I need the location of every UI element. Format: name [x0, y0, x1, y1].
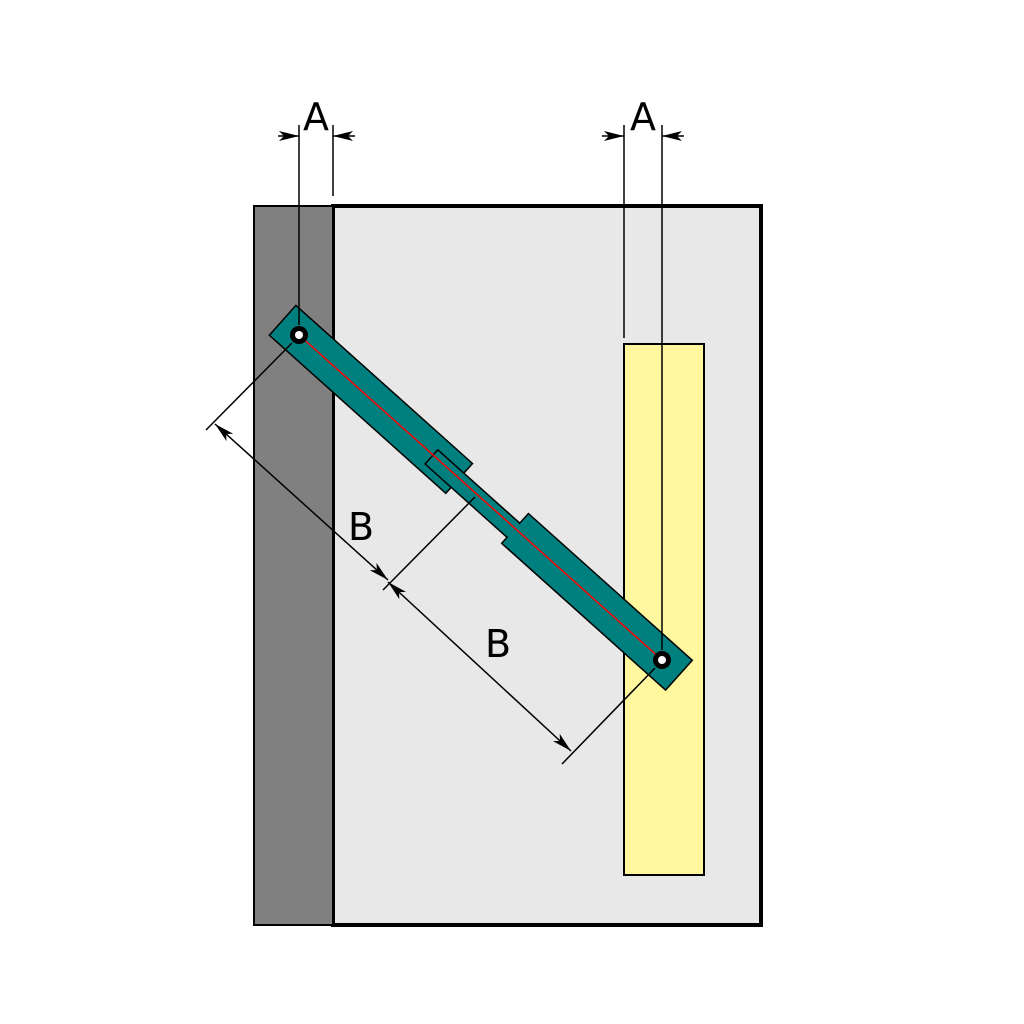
label-a-left: A [303, 95, 329, 139]
label-a-right: A [630, 95, 656, 139]
arm-center-line [298, 334, 663, 661]
pivot-top-icon [290, 326, 308, 344]
dimension-a-left [278, 125, 355, 325]
label-b-lower: B [485, 622, 511, 666]
dimension-b [205, 342, 656, 765]
label-b-upper: B [348, 505, 374, 549]
arm-seam-fill [440, 463, 527, 544]
dimension-a-right [602, 125, 684, 650]
right-slot [623, 343, 705, 876]
pivot-bottom-icon [653, 651, 671, 669]
